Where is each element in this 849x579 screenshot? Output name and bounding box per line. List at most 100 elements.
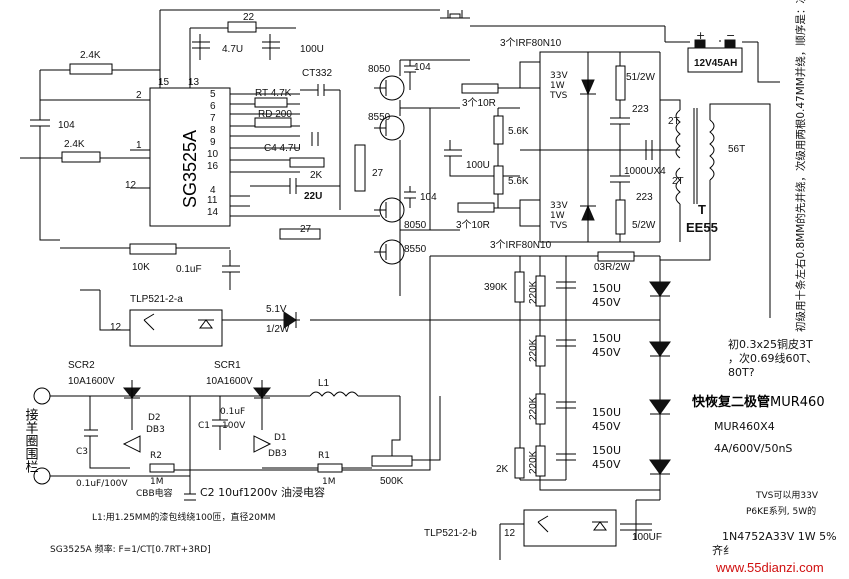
- pin-7: 7: [210, 113, 216, 124]
- cap1-a: 150U: [592, 282, 621, 295]
- scr2-model: 10A1600V: [68, 376, 115, 387]
- zener-symbol: [283, 311, 297, 329]
- pin-10: 10: [207, 149, 219, 160]
- c223b-label: 223: [636, 192, 653, 203]
- pot-label: 500K: [380, 476, 404, 487]
- c104-label: 104: [58, 120, 75, 131]
- resistor-27-bot: [279, 228, 321, 240]
- db3b-label: DB3: [268, 449, 287, 459]
- c47-label: 4.7U: [222, 44, 243, 55]
- r27b-label: 27: [300, 224, 312, 235]
- battery-label: 12V45AH: [694, 58, 737, 69]
- scr2-label: SCR2: [68, 360, 95, 371]
- diode-count: MUR460X4: [714, 420, 775, 433]
- r1m-b-label: 1M: [322, 477, 336, 487]
- opto-top-label: TLP521-2-a: [130, 294, 183, 305]
- resistor-r1: [317, 463, 343, 473]
- cap3-b: 450V: [592, 420, 621, 433]
- opto-bot: [523, 509, 617, 547]
- cbb-label: 0.1uF/100V: [76, 479, 128, 489]
- diode-spec: 4A/600V/50nS: [714, 442, 792, 455]
- note-h1: 初0.3x25铜皮3T: [728, 337, 813, 351]
- watermark: www.55dianzi.com: [715, 560, 824, 575]
- tvs-top-2: 1W: [550, 81, 565, 91]
- pin-8: 8: [210, 125, 216, 136]
- pin-6: 6: [210, 101, 216, 112]
- q2-label: 8550: [368, 112, 391, 123]
- c100u-label: 100U: [466, 160, 490, 171]
- freq-note: SG3525A 频率: F=1/CT[0.7RT+3RD]: [50, 543, 211, 555]
- c01-label: 0.1uF: [176, 264, 202, 275]
- resistor-220k-2: [535, 335, 546, 367]
- resistor-5k6-top: [493, 115, 504, 145]
- zener-label: 5.1V: [266, 304, 287, 315]
- resistor-51-2w: [615, 65, 626, 101]
- battery-plus: +: [696, 29, 705, 42]
- scr1-label: SCR1: [214, 360, 241, 371]
- r10k-label: 10K: [132, 262, 150, 273]
- c104c-label: 104: [420, 192, 437, 203]
- fence-terminal-top: [33, 387, 51, 405]
- tvs-note-4: 齐纟: [712, 543, 734, 557]
- note-h3: 80T?: [728, 366, 755, 379]
- scr1-model: 10A1600V: [206, 376, 253, 387]
- t-label: T: [698, 202, 706, 217]
- r220-2-label: 220K: [528, 338, 539, 362]
- resistor-2k-out: [514, 447, 525, 479]
- c22u-label: 22U: [304, 191, 322, 202]
- pin-1: 1: [136, 140, 142, 151]
- tvs-top-1: 33V: [550, 71, 568, 81]
- tvs-bot-2: 1W: [550, 211, 565, 221]
- d1-label: D1: [274, 433, 287, 443]
- l1-label: L1: [318, 378, 330, 389]
- q3-label: 8050: [404, 220, 427, 231]
- pin-15: 15: [158, 77, 170, 88]
- cap2-a: 150U: [592, 332, 621, 345]
- diode-title-model: MUR460: [770, 395, 825, 410]
- tvs-bot-1: 33V: [550, 201, 568, 211]
- r1m-a-label: 1M: [150, 477, 164, 487]
- scr-section: [33, 380, 441, 501]
- diode-4: [649, 459, 671, 475]
- opto-bot-pin: 12: [504, 528, 516, 539]
- cap3-a: 150U: [592, 406, 621, 419]
- c100uf-label: 100UF: [632, 532, 662, 543]
- cap1-b: 450V: [592, 296, 621, 309]
- optocouplers: [80, 289, 660, 560]
- r2k-label: 2K: [310, 170, 323, 181]
- pin-4: 4: [210, 185, 216, 196]
- zener-w-label: 1/2W: [266, 324, 290, 335]
- d2-label: D2: [148, 413, 161, 423]
- t2a-label: 2T: [668, 116, 680, 127]
- tvs-note-1: TVS可以用33V: [755, 490, 819, 501]
- potentiometer-500k: [371, 455, 413, 467]
- tvs-note-2: P6KE系列, 5W的: [746, 505, 816, 517]
- diode-title: 快恢复二极管MUR460: [692, 394, 825, 410]
- opto-top-pin: 12: [110, 322, 122, 333]
- r220-3-label: 220K: [528, 396, 539, 420]
- pin-2: 2: [136, 90, 142, 101]
- top-rail: + −: [159, 9, 780, 160]
- r24kb-label: 2.4K: [64, 139, 85, 150]
- r52-label: 5/2W: [632, 220, 656, 231]
- tvs-note-3: 1N4752A33V 1W 5%: [722, 530, 837, 543]
- diode-1: [649, 281, 671, 297]
- resistor-220k-4: [535, 445, 546, 477]
- mosfet-top: [519, 61, 541, 89]
- timing-network: [60, 84, 366, 290]
- q4-label: 8550: [404, 244, 427, 255]
- cap2-b: 450V: [592, 346, 621, 359]
- resistor-03r: [597, 251, 635, 262]
- pin-13: 13: [188, 77, 200, 88]
- r56-bot-label: 5.6K: [508, 176, 529, 187]
- resistor-27-mid: [354, 144, 366, 192]
- r2k-out-label: 2K: [496, 464, 509, 475]
- pin-14: 14: [207, 207, 219, 218]
- resistor-22: [227, 21, 257, 33]
- ct-label: CT332: [302, 68, 332, 79]
- c3-label: C3: [76, 447, 88, 457]
- rd-label: RD 200: [258, 109, 292, 120]
- c223a-label: 223: [632, 104, 649, 115]
